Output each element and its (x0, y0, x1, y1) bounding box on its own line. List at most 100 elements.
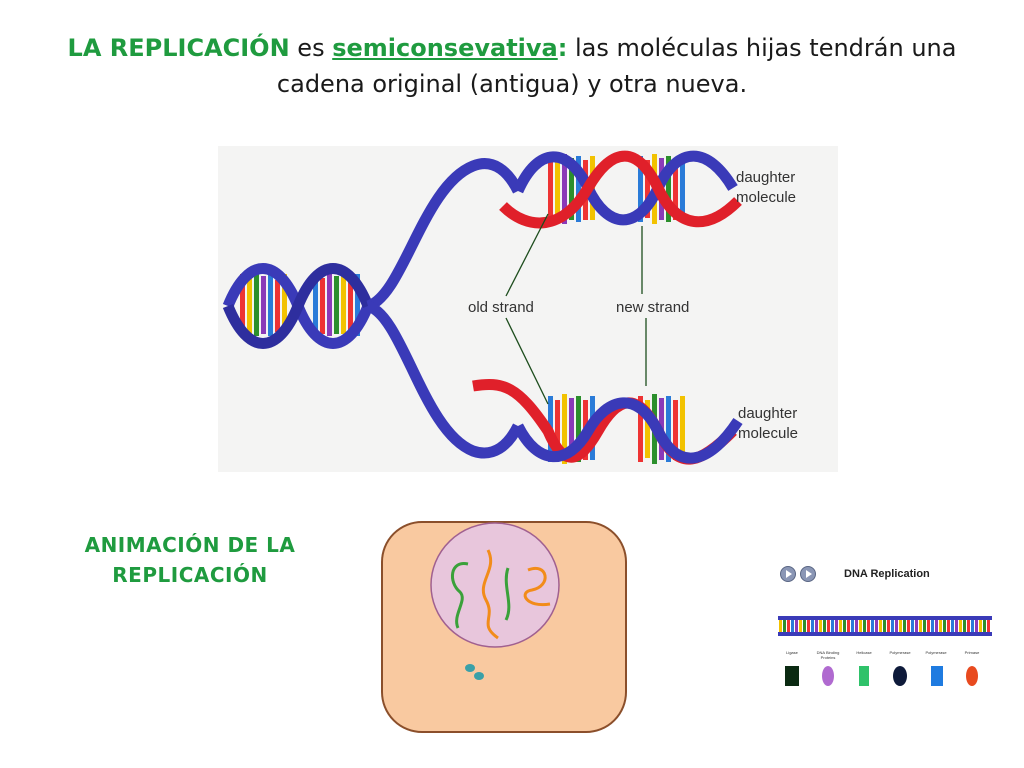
strip-base (947, 620, 950, 632)
cell-illustration (381, 521, 627, 733)
strip-base (807, 620, 810, 632)
strip-base (919, 620, 922, 632)
strip-base (843, 620, 846, 632)
strip-base (847, 620, 850, 632)
strip-base (811, 620, 814, 632)
heading-colon: : (557, 34, 568, 62)
strip-base (823, 620, 826, 632)
panel-title: DNA Replication (844, 568, 930, 580)
strip-base (891, 620, 894, 632)
label-old-strand: old strand (468, 299, 534, 316)
strip-base (903, 620, 906, 632)
strip-base (835, 620, 838, 632)
strip-base (815, 620, 818, 632)
strip-base (971, 620, 974, 632)
cell-animation[interactable] (380, 520, 628, 734)
strip-base (883, 620, 886, 632)
strip-base (951, 620, 954, 632)
strip-base (955, 620, 958, 632)
replication-figure: daughter molecule old strand new strand … (218, 146, 838, 472)
play-button[interactable] (800, 566, 816, 582)
strip-base (943, 620, 946, 632)
strip-base (831, 620, 834, 632)
dna-strip (778, 616, 992, 636)
strip-base (859, 620, 862, 632)
legend-swatches (785, 666, 978, 686)
strip-base (907, 620, 910, 632)
parent-base-pairs (240, 272, 360, 336)
back-button[interactable] (780, 566, 796, 582)
label-daughter-top-line2: molecule (736, 189, 797, 206)
strip-base (827, 620, 830, 632)
strip-base (795, 620, 798, 632)
strip-base (915, 620, 918, 632)
strip-base (799, 620, 802, 632)
label-daughter-bottom: daughter molecule (738, 404, 798, 444)
label-daughter-top-line1: daughter (736, 169, 796, 186)
fork-lower (365, 300, 523, 459)
chromosome-orange-1 (481, 549, 499, 640)
label-daughter-bottom-line1: daughter (738, 405, 798, 422)
old-strand-pointer-bottom (505, 317, 549, 405)
legend-binding-label: DNA Binding Proteins (816, 650, 840, 660)
heading-es: es (289, 34, 333, 62)
ligase-swatch (785, 666, 799, 686)
label-new-strand: new strand (616, 299, 690, 316)
legend-helicase-label: Helicase (856, 650, 872, 655)
animation-title-line1: ANIMACIÓN DE LA (84, 533, 296, 557)
strip-base (839, 620, 842, 632)
strip-base (867, 620, 870, 632)
strip-base (851, 620, 854, 632)
strip-base (895, 620, 898, 632)
strip-base (803, 620, 806, 632)
strip-base (931, 620, 934, 632)
strip-base (963, 620, 966, 632)
top-new-strand (499, 150, 742, 229)
strip-base (983, 620, 986, 632)
legend-primase-label: Primase (964, 650, 980, 655)
parent-strand-b (222, 263, 374, 349)
primase-swatch (966, 666, 978, 686)
strip-base (783, 620, 786, 632)
strip-base (923, 620, 926, 632)
strip-base (959, 620, 962, 632)
nucleus (430, 522, 560, 648)
strip-base (791, 620, 794, 632)
strip-base (979, 620, 982, 632)
bottom-old-strand (513, 397, 743, 464)
label-daughter-bottom-line2: molecule (738, 425, 799, 442)
slide-heading: LA REPLICACIÓN es semiconsevativa: las m… (30, 30, 994, 102)
strip-base (887, 620, 890, 632)
chromosome-orange-2 (523, 566, 551, 607)
strip-base (911, 620, 914, 632)
animation-link[interactable]: ANIMACIÓN DE LA REPLICACIÓN (50, 530, 330, 590)
polymerase2-swatch (931, 666, 943, 686)
strip-base (975, 620, 978, 632)
animation-title-line2: REPLICACIÓN (112, 563, 268, 587)
strip-base (939, 620, 942, 632)
ribosome-2 (474, 672, 484, 680)
strip-base (879, 620, 882, 632)
strip-base (935, 620, 938, 632)
helicase-swatch (859, 666, 869, 686)
chromosome-green (451, 562, 469, 629)
heading-rest: las moléculas hijas tendrán una cadena o… (276, 34, 957, 98)
label-daughter-top: daughter molecule (736, 168, 796, 208)
bottom-new-strand (472, 378, 737, 465)
strip-base (787, 620, 790, 632)
strip-base (855, 620, 858, 632)
strip-base (927, 620, 930, 632)
strip-base (899, 620, 902, 632)
strip-base (819, 620, 822, 632)
old-strand-pointer-top (505, 213, 549, 297)
binding-protein-swatch (822, 666, 834, 686)
polymerase-swatch (893, 666, 907, 686)
ribosome-1 (465, 664, 475, 672)
strip-base (875, 620, 878, 632)
legend-ligase-label: Ligase (786, 650, 798, 655)
strip-base (871, 620, 874, 632)
dna-replication-panel[interactable]: DNA Replication Ligase DNA Binding Prote… (776, 560, 994, 690)
legend-polymerase2-label: Polymerase (925, 650, 947, 655)
strip-base (863, 620, 866, 632)
heading-keyword: semiconsevativa (332, 34, 558, 62)
